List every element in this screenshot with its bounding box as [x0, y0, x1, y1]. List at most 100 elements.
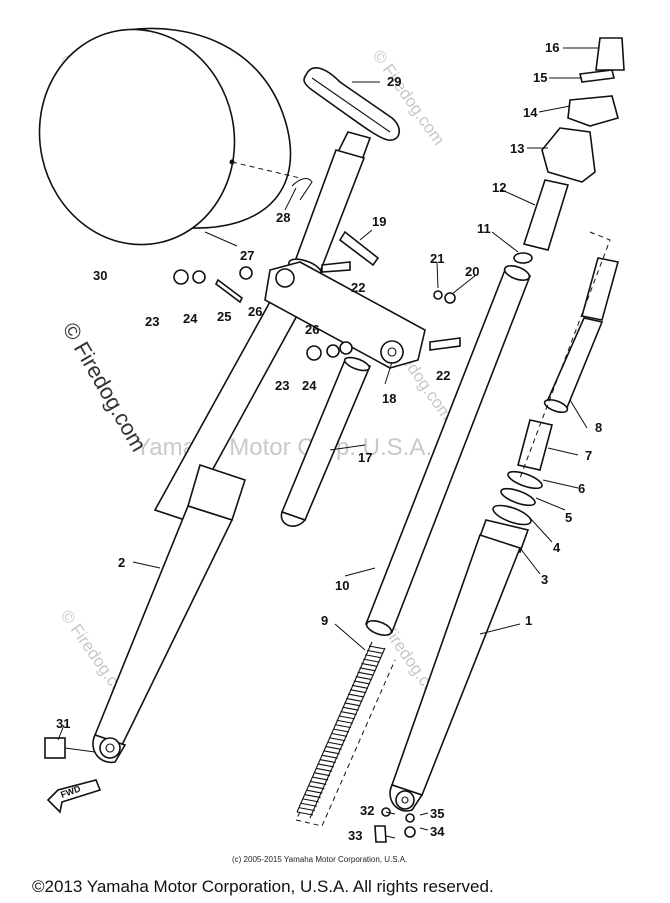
spring-coil: [308, 785, 325, 790]
spring-coil: [336, 719, 353, 724]
callout-3: 3: [541, 572, 548, 587]
callout-23: 23: [145, 314, 159, 329]
spring-coil: [338, 715, 355, 720]
spring-coil: [302, 798, 319, 803]
spring-coil: [325, 745, 342, 751]
leader-lines: [57, 47, 598, 839]
spring-coil: [353, 680, 370, 685]
callout-23: 23: [275, 378, 289, 393]
callout-26: 26: [305, 322, 319, 337]
part-22-bolt: [429, 337, 461, 351]
spring-coil: [310, 780, 327, 785]
part-26-washer: [339, 341, 353, 355]
callout-numbers: 29 16 15 14 13 12 11 28 27 30 19 21 20 2…: [56, 40, 602, 843]
spring-coil: [348, 693, 365, 698]
callout-9: 9: [321, 613, 328, 628]
part-24-washer: [192, 270, 206, 284]
spring-coil: [298, 807, 315, 812]
spring-coil: [323, 750, 340, 755]
part-29-bolt: [374, 825, 387, 843]
callout-35: 30: [93, 268, 107, 283]
callout-5: 5: [565, 510, 572, 525]
callout-12: 12: [492, 180, 506, 195]
callout-32: 27: [240, 248, 254, 263]
callout-10: 10: [335, 578, 349, 593]
main-copyright: ©2013 Yamaha Motor Corporation, U.S.A. A…: [32, 877, 494, 896]
part-10-inner-tube-right: [364, 265, 532, 636]
part-26-washer: [239, 266, 253, 280]
spring-coil: [321, 754, 338, 759]
callout-25: 25: [217, 309, 231, 324]
spring-coil: [346, 697, 363, 702]
part-6-circlip: [507, 470, 543, 490]
part-27-bolt: [44, 737, 96, 759]
spring-coil: [349, 689, 367, 694]
part-8-damper-rod: [543, 257, 619, 414]
spring-coil: [344, 702, 361, 707]
assembly-guide-line: [519, 231, 611, 479]
part-12-spacer: [522, 179, 570, 251]
callout-14: 14: [523, 105, 538, 120]
part-18-bracket: [264, 261, 426, 369]
callout-20: 20: [465, 264, 479, 279]
callout-22: 22: [351, 280, 365, 295]
spring-coil: [315, 767, 333, 772]
callout-15: 15: [533, 70, 547, 85]
part-23-nut: [173, 269, 189, 285]
callout-31: 35: [430, 806, 444, 821]
callout-6: 6: [578, 481, 585, 496]
part-31-drain-screw: [405, 813, 415, 823]
part-2-outer-tube-left: [92, 463, 247, 764]
part-33-clip: [291, 177, 313, 201]
callout-28: 32: [360, 803, 374, 818]
part-11-washer: [513, 252, 533, 264]
callout-16: 16: [545, 40, 559, 55]
callout-7: 7: [585, 448, 592, 463]
part-17-tube: [280, 356, 372, 527]
spring-coil: [363, 658, 380, 663]
spring-coil: [332, 728, 350, 733]
part-5-washer: [500, 487, 536, 507]
callout-33: 28: [276, 210, 290, 225]
callout-24: 24: [302, 378, 317, 393]
part-13-cover: [541, 127, 596, 183]
callout-24: 24: [183, 311, 198, 326]
spring-coil: [361, 662, 378, 668]
part-left-inner-tube: [153, 131, 372, 521]
part-4-oil-seal: [492, 504, 532, 526]
part-1-outer-tube-right: [389, 533, 522, 812]
callout-29: 33: [348, 828, 362, 843]
part-25-clip: [214, 278, 244, 304]
part-19-bolt: [338, 230, 380, 267]
spring-coil: [329, 737, 346, 742]
callout-8: 8: [595, 420, 602, 435]
spring-coil: [300, 802, 317, 807]
spring-coil: [342, 706, 359, 711]
spring-coil: [317, 763, 334, 768]
callout-17: 17: [358, 450, 372, 465]
spring-coil: [327, 741, 344, 746]
part-30-gasket: [404, 826, 416, 838]
part-22-bolt: [321, 261, 351, 273]
callout-13: 13: [510, 141, 524, 156]
part-7-rebound-spring: [517, 419, 553, 471]
watermark-firedog-dark: © Firedog.com: [58, 318, 152, 456]
watermark-yamaha: Yamaha Motor Corp. U.S.A.: [135, 434, 432, 461]
spring-coil: [365, 654, 382, 659]
callout-34: 29: [387, 74, 401, 89]
part-16-bolt: [595, 37, 625, 71]
callout-22: 22: [436, 368, 450, 383]
small-copyright: (c) 2005-2015 Yamaha Motor Corporation, …: [232, 855, 407, 864]
callout-4: 4: [553, 540, 561, 555]
part-35-headlight-shell: [38, 27, 301, 246]
spring-coil: [367, 649, 384, 654]
spring-coil: [319, 759, 336, 764]
part-20-nut: [444, 292, 456, 304]
spring-coil: [304, 793, 321, 799]
callout-19: 19: [372, 214, 386, 229]
callout-27: 31: [56, 716, 70, 731]
assembly-guide-line: [295, 659, 396, 827]
spring-coil: [331, 732, 348, 737]
part-23-nut: [306, 345, 322, 361]
